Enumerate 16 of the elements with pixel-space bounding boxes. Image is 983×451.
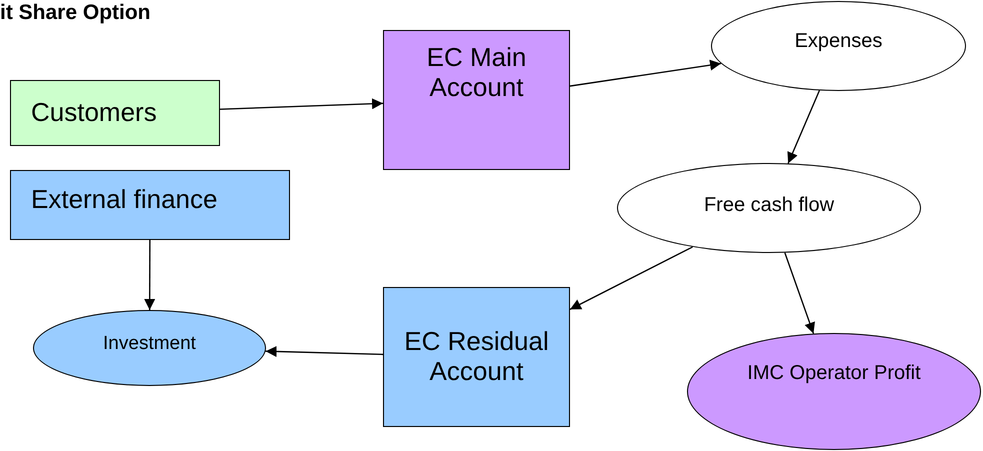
arrow	[144, 240, 156, 310]
account-box: EC Main Account	[383, 30, 570, 170]
arrow	[570, 246, 693, 310]
diagram-title: it Share Option	[0, 1, 151, 25]
account-box: EC Residual Account	[383, 287, 570, 427]
process-box: External finance	[10, 170, 290, 240]
investment-ellipse: Investment	[33, 310, 266, 386]
cash-flow-ellipse: Free cash flow	[617, 163, 921, 253]
arrow	[784, 252, 815, 334]
expense-ellipse: Expenses	[711, 1, 966, 91]
profit-ellipse: IMC Operator Profit	[687, 333, 981, 450]
arrow	[266, 346, 384, 357]
arrow	[220, 98, 384, 110]
process-box: Customers	[10, 80, 220, 146]
arrow	[570, 60, 722, 87]
arrow	[787, 90, 820, 164]
